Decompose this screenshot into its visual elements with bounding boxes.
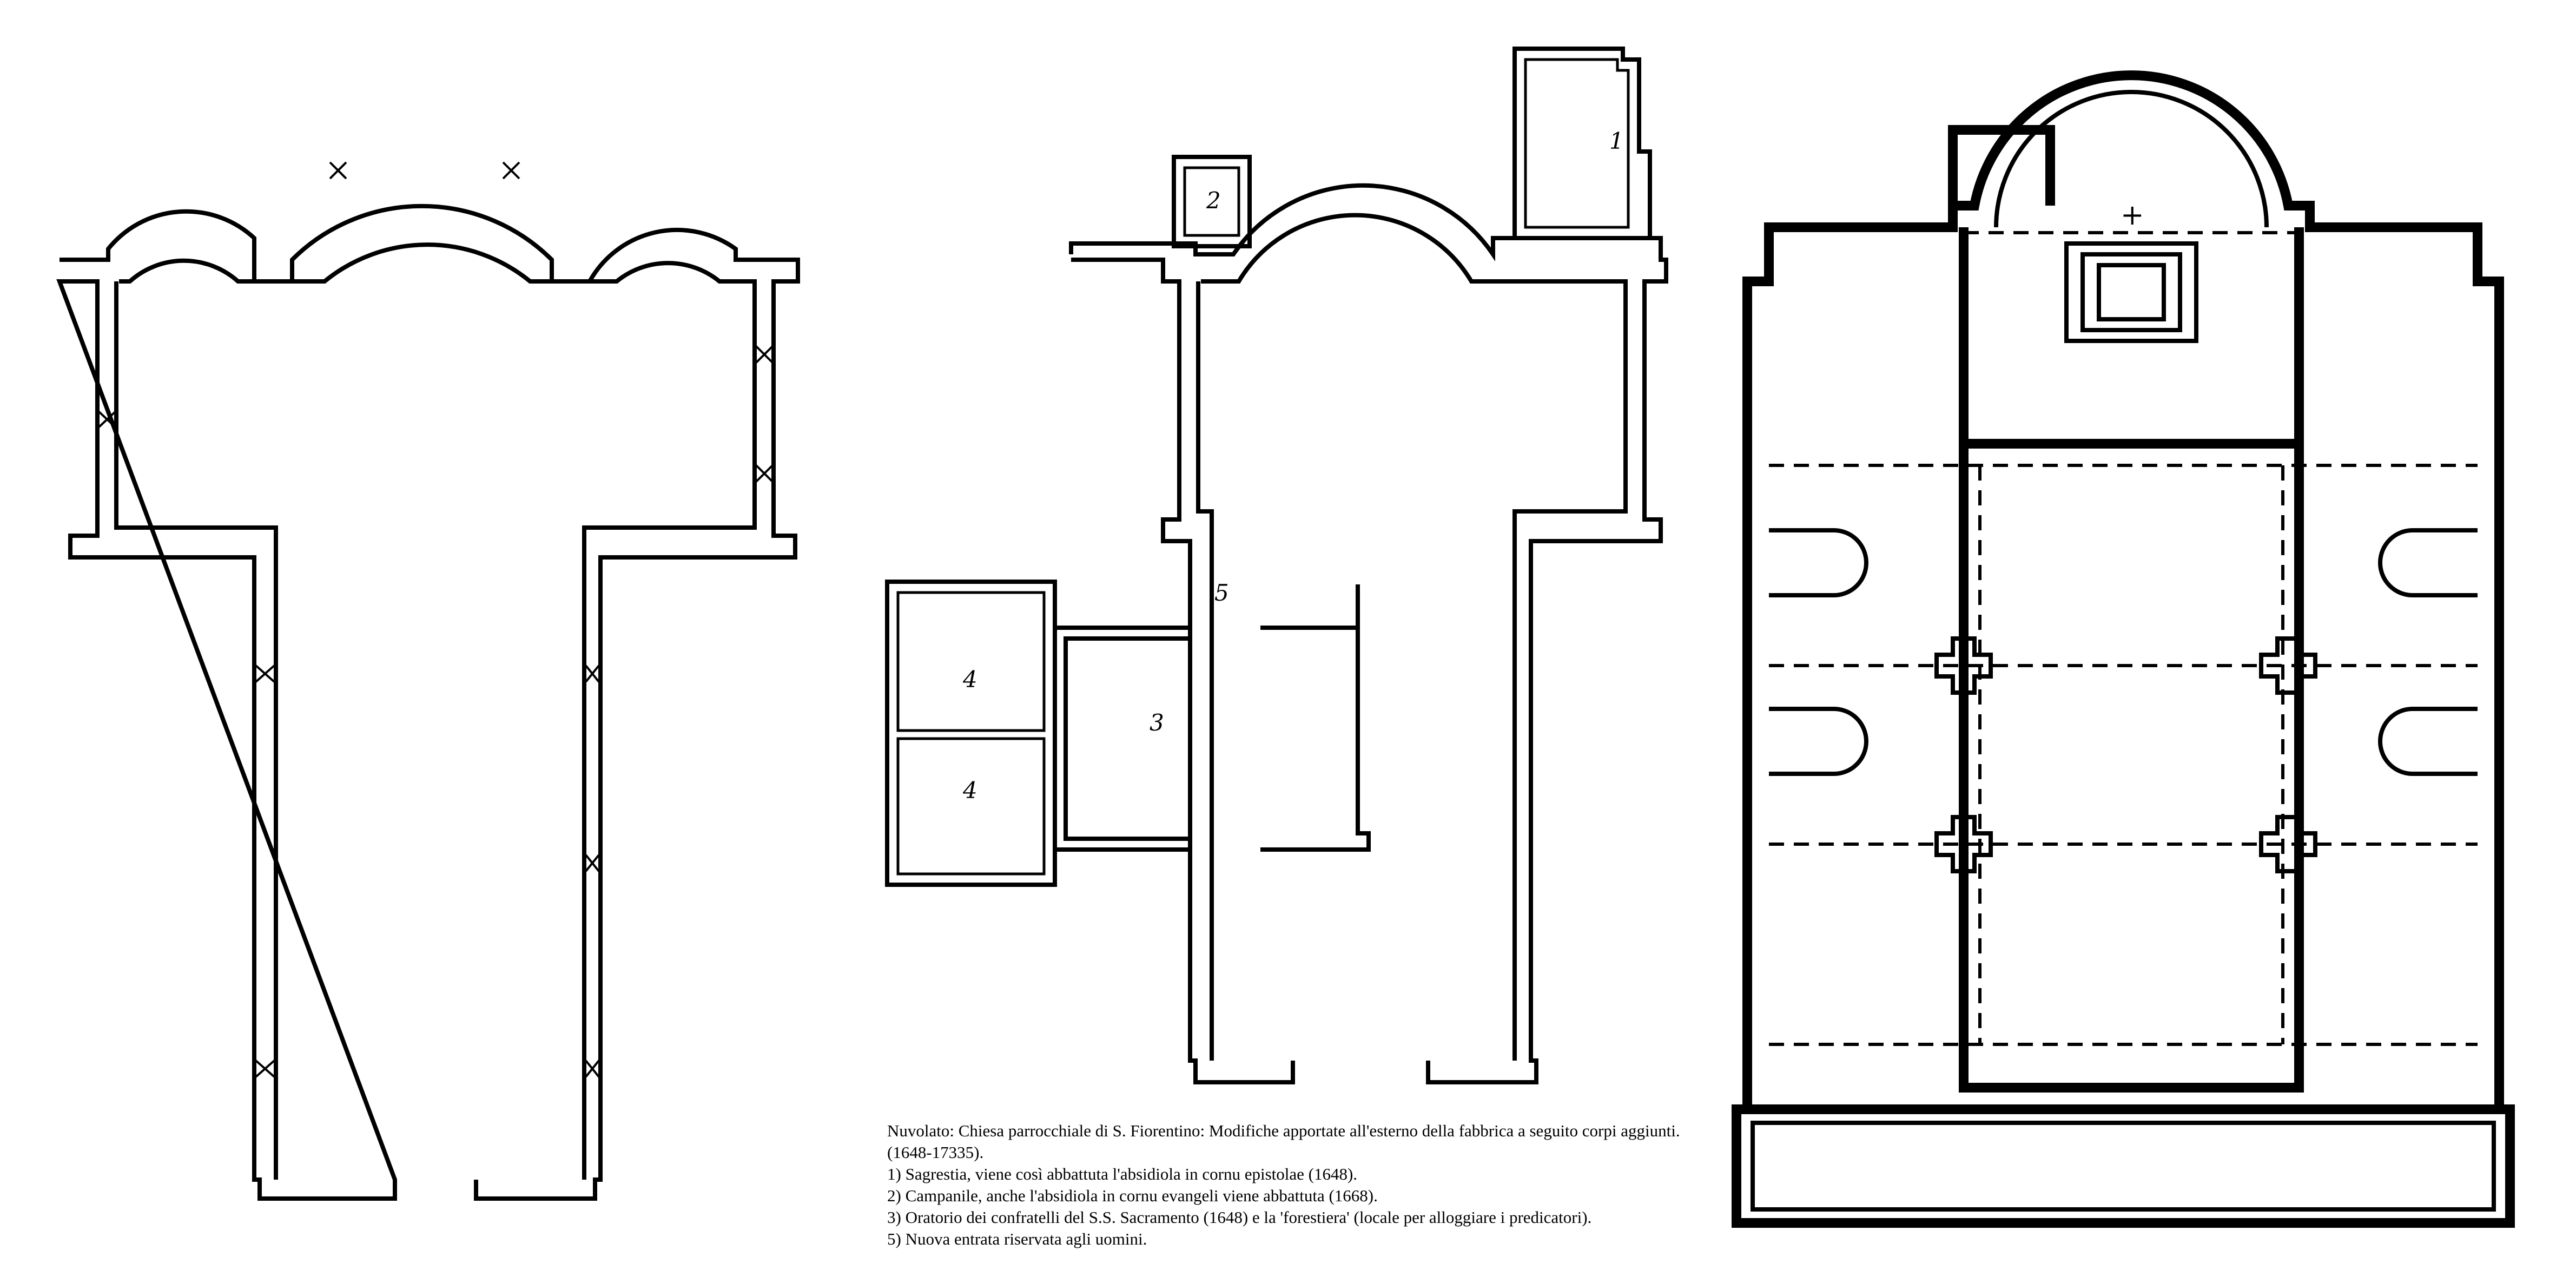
pillars [1934, 636, 2317, 873]
oratorio-wall [1055, 626, 1371, 852]
entrance-porch [1732, 1104, 2515, 1228]
porch-inner [1751, 1121, 2496, 1212]
wall-crossing-marks [97, 161, 774, 1078]
current-apse-inner [1994, 90, 2269, 228]
label-room-4-upper: 4 [962, 666, 977, 693]
current-annex [1948, 125, 2055, 206]
plan-original-drawing [56, 161, 800, 1201]
altar-step-3 [2097, 263, 2166, 321]
label-room-5: 5 [1214, 580, 1229, 606]
campanile-outer [1172, 155, 1252, 248]
forestiera-room-lower [896, 737, 1046, 876]
plan-modified: 1 2 3 4 4 5 [817, 0, 1726, 1283]
sagrestia-inner [1524, 58, 1630, 229]
original-inner-wall [114, 242, 757, 1180]
campanile-inner [1183, 166, 1240, 237]
caption-item-2: 2) Campanile, anche l'absidiola in cornu… [887, 1186, 1378, 1205]
side-chapels [1769, 528, 2478, 776]
label-room-1: 1 [1609, 128, 1624, 154]
current-outer-wall [1742, 70, 2504, 1114]
forestiera-room-upper [896, 591, 1046, 732]
plan-current: + [1726, 0, 2576, 1283]
caption-item-1: 1) Sagrestia, viene così abbattuta l'abs… [887, 1164, 1358, 1183]
label-room-4-lower: 4 [962, 777, 977, 804]
vault-dashed-lines [1769, 231, 2478, 1046]
plan-original [0, 0, 817, 1283]
plan-modified-drawing: 1 2 3 4 4 5 [885, 47, 1668, 1084]
label-room-3: 3 [1150, 709, 1164, 736]
caption-item-4: 5) Nuova entrata riservata agli uomini. [887, 1229, 1147, 1248]
plan-current-drawing: + [1732, 70, 2515, 1228]
forestiera-outer [885, 580, 1057, 887]
altar-step-2 [2080, 252, 2182, 332]
label-room-2: 2 [1206, 187, 1221, 214]
altar-step-1 [2064, 241, 2198, 343]
plan-caption: Nuvolato: Chiesa parrocchiale di S. Fior… [887, 1120, 1699, 1250]
sagrestia-outer [1512, 47, 1652, 240]
current-nave [1959, 439, 2304, 1093]
original-outer-wall [56, 203, 800, 1201]
cross-symbol: + [2121, 199, 2144, 232]
modified-inner-wall [1196, 213, 1628, 1061]
modified-outer-wall [1069, 183, 1668, 1084]
caption-item-3: 3) Oratorio dei confratelli del S.S. Sac… [887, 1208, 1592, 1227]
caption-title: Nuvolato: Chiesa parrocchiale di S. Fior… [887, 1121, 1680, 1162]
